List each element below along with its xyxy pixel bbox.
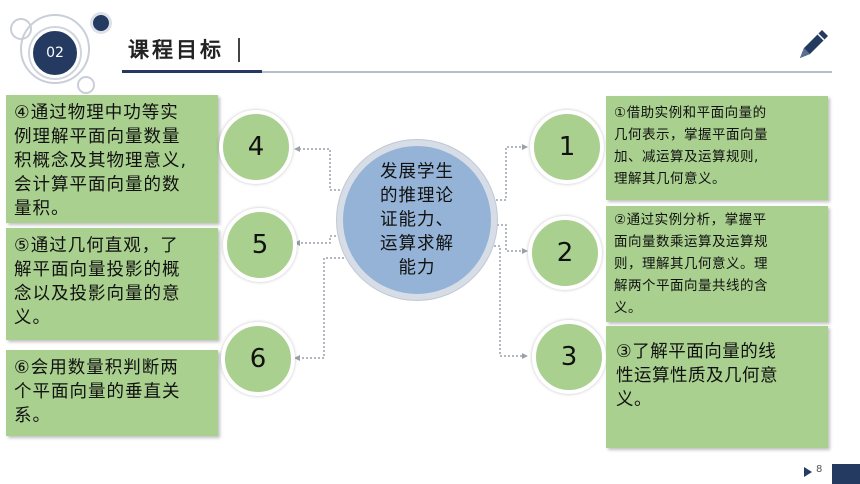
- title-divider: [238, 38, 240, 62]
- header-underline-light: [262, 71, 832, 73]
- goal-box-line: 量积。: [14, 199, 70, 219]
- goal-box-line: 理解其几何意义。: [614, 171, 726, 187]
- decor-dot-top: [90, 12, 112, 34]
- goal-box-line: 义。: [14, 308, 51, 328]
- goal-box-line: 面向量数乘运算及运算规: [614, 234, 768, 250]
- goal-box-4: ④通过物理中功等实 例理解平面向量数量 积概念及其物理意义, 会计算平面向量的数…: [6, 95, 218, 223]
- goal-box-2: ②通过实例分析，掌握平 面向量数乘运算及运算规 则，理解其几何意义。理 解两个平…: [606, 206, 828, 322]
- goal-box-line: 解平面向量投影的概: [14, 260, 181, 280]
- decor-ring-bottom: [77, 76, 95, 94]
- goal-box-1: ①借助实例和平面向量的 几何表示，掌握平面向量 加、减运算及运算规则, 理解其几…: [606, 96, 828, 200]
- section-number-badge: 02: [30, 28, 80, 78]
- goal-box-line: 加、减运算及运算规则,: [614, 149, 759, 165]
- goal-box-line: ③了解平面向量的线: [616, 342, 777, 362]
- goal-number-2: 2: [528, 216, 602, 290]
- goal-box-line: ④通过物理中功等实: [14, 103, 179, 123]
- footer-corner-block: [832, 464, 860, 484]
- center-line: 发展学生: [380, 162, 454, 182]
- goal-box-line: ①借助实例和平面向量的: [614, 105, 767, 121]
- pencil-icon: [800, 30, 828, 58]
- goal-box-line: 义。: [614, 300, 642, 316]
- page-title: 课程目标: [128, 38, 224, 62]
- goal-box-line: 几何表示，掌握平面向量: [614, 127, 768, 143]
- goal-box-line: ⑥会用数量积判断两: [14, 358, 179, 378]
- goal-number-5: 5: [223, 208, 297, 282]
- page-number: 8: [816, 464, 823, 475]
- goal-box-line: 积概念及其物理意义,: [14, 151, 188, 171]
- center-goal-text: 发展学生 的推理论 证能力、 运算求解 能力: [380, 160, 454, 280]
- goal-number-3: 3: [532, 320, 606, 394]
- goal-box-line: 解两个平面向量共线的含: [614, 278, 768, 294]
- goal-box-line: 义。: [616, 390, 652, 410]
- goal-box-line: ②通过实例分析，掌握平: [614, 212, 767, 228]
- goal-box-line: 念以及投影向量的意: [14, 284, 181, 304]
- goal-box-line: 个平面向量的垂直关: [14, 382, 181, 402]
- center-line: 的推理论: [380, 186, 454, 206]
- goal-number-1: 1: [530, 110, 604, 184]
- goal-number-6: 6: [221, 322, 295, 396]
- goal-box-line: 会计算平面向量的数: [14, 175, 181, 195]
- play-icon[interactable]: [804, 467, 812, 477]
- goal-box-line: 性运算性质及几何意: [616, 366, 778, 386]
- goal-box-line: ⑤通过几何直观，了: [14, 236, 179, 256]
- header-underline-dark: [122, 70, 262, 73]
- goal-box-line: 则，理解其几何意义。理: [614, 256, 768, 272]
- goal-box-3: ③了解平面向量的线 性运算性质及几何意 义。: [606, 326, 828, 448]
- center-line: 运算求解: [380, 234, 454, 254]
- decor-ring-large: [20, 14, 90, 84]
- center-line: 能力: [398, 258, 436, 278]
- goal-number-4: 4: [219, 110, 293, 184]
- goal-box-line: 例理解平面向量数量: [14, 127, 181, 147]
- goal-box-5: ⑤通过几何直观，了 解平面向量投影的概 念以及投影向量的意 义。: [6, 228, 218, 340]
- center-goal-circle: 发展学生 的推理论 证能力、 运算求解 能力: [337, 140, 497, 300]
- center-line: 证能力、: [380, 210, 454, 230]
- goal-box-line: 系。: [14, 406, 51, 426]
- goal-box-6: ⑥会用数量积判断两 个平面向量的垂直关 系。: [6, 350, 218, 436]
